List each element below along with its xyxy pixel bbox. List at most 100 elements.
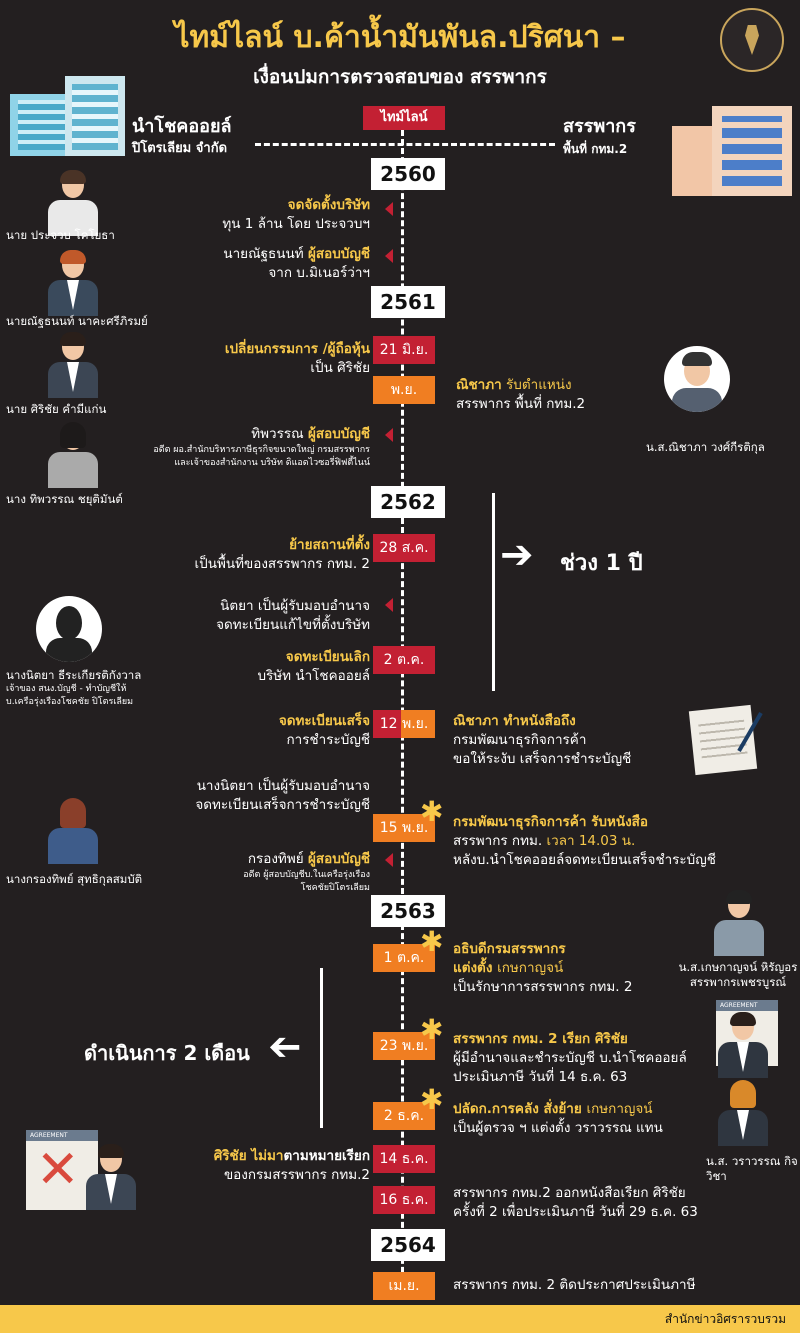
event-name: ณิชาภา xyxy=(456,377,502,393)
event-title: เปลี่ยนกรรมการ /ผู้ถือหุ้น xyxy=(224,341,370,357)
event-line: จดทะเบียนเสร็จการชำระบัญชี xyxy=(195,797,370,813)
timeline-label: ไทม์ไลน์ xyxy=(363,106,445,130)
event-dissolve: จดทะเบียนเลิก บริษัท นำโชคออยล์ xyxy=(110,648,370,686)
event-nittaya-liquidation: นางนิตยา เป็นผู้รับมอบอำนาจ จดทะเบียนเสร… xyxy=(110,777,370,815)
event-line: จดทะเบียนแก้ไขที่ตั้งบริษัท xyxy=(216,617,370,633)
event-auditor-nattanon: นายณัฐธนนท์ ผู้สอบบัญชี จาก บ.มิเนอร์ว่า… xyxy=(110,245,370,283)
event-liquidation-done: จดทะเบียนเสร็จ การชำระบัญชี xyxy=(110,712,370,750)
event-line: สรรพากร กทม. xyxy=(453,833,547,849)
one-year-bracket xyxy=(492,493,495,691)
marker-icon xyxy=(385,853,393,867)
event-second-summon: สรรพากร กทม.2 ออกหนังสือเรียก ศิริชัย คร… xyxy=(453,1184,743,1222)
event-line: กรมพัฒนาธุรกิจการค้า xyxy=(453,732,587,748)
event-summon-sirichai: สรรพากร กทม. 2 เรียก ศิริชัย ผู้มีอำนาจแ… xyxy=(453,1030,713,1087)
event-register-company: จดจัดตั้งบริษัท ทุน 1 ล้าน โดย ประจวบฯ xyxy=(110,196,370,234)
date-badge: 23 พ.ย. xyxy=(373,1032,435,1060)
agreement-doc-icon: AGREEMENT ✕ xyxy=(26,1130,98,1210)
date-badge: พ.ย. xyxy=(373,376,435,404)
two-month-note: ดำเนินการ 2 เดือน xyxy=(84,1041,250,1065)
event-bold: ผู้สอบบัญชี xyxy=(307,426,370,442)
left-company: นำโชคออยล์ ปิโตรเลียม จำกัด xyxy=(132,116,232,160)
star-icon: ✱ xyxy=(420,1083,444,1116)
event-title-c: ตามหมายเรียก xyxy=(283,1148,370,1164)
agreement-label: AGREEMENT xyxy=(26,1130,98,1141)
event-title: จดจัดตั้งบริษัท xyxy=(287,197,370,213)
date-badge: 1 ต.ค. xyxy=(373,944,435,972)
date-badge: 2 ธ.ค. xyxy=(373,1102,435,1130)
avatar-sirichai xyxy=(42,332,102,398)
isranews-logo xyxy=(720,8,784,72)
avatar-warawan xyxy=(712,1080,772,1146)
person-name: นายณัฐธนนท์ นาคะศรีภิรมย์ xyxy=(6,314,148,328)
header-divider xyxy=(255,143,555,146)
event-title-b: ไม่มา xyxy=(246,1148,284,1164)
avatar-nattanon xyxy=(42,250,102,316)
event-dbd-received: กรมพัฒนาธุรกิจการค้า รับหนังสือ สรรพากร … xyxy=(453,813,773,870)
date-badge: เม.ย. xyxy=(373,1272,435,1300)
event-text: การชำระบัญชี xyxy=(286,732,371,748)
event-sirichai-absent: ศิริชัย ไม่มาตามหมายเรียก ของกรมสรรพากร … xyxy=(110,1147,370,1185)
year-2560: 2560 xyxy=(371,158,445,190)
event-small: อดีต ผอ.สำนักบริหารภาษีธุรกิจขนาดใหญ่ กร… xyxy=(153,445,370,455)
agreement-label: AGREEMENT xyxy=(716,1000,778,1011)
event-line: สรรพากร กทม.2 ออกหนังสือเรียก ศิริชัย xyxy=(453,1185,686,1201)
right-company-name: สรรพากร xyxy=(563,116,636,137)
date-badge: 12 พ.ย. xyxy=(373,710,435,738)
date-badge: 21 มิ.ย. xyxy=(373,336,435,364)
avatar-ketkarn xyxy=(708,890,768,956)
event-nichapa-letter: ณิชาภา ทำหนังสือถึง กรมพัฒนาธุรกิจการค้า… xyxy=(453,712,693,769)
one-year-note: ช่วง 1 ปี xyxy=(560,551,643,576)
event-ketkarn-appointed: อธิบดีกรมสรรพากร แต่งตั้ง เกษกาญจน์ เป็น… xyxy=(453,940,703,997)
person-role: สรรพากรเพชรบูรณ์ xyxy=(689,975,787,989)
revenue-building-icon xyxy=(672,96,792,196)
person-role: เจ้าของ สนง.บัญชี - ทำบัญชีให้ xyxy=(6,684,127,694)
cross-icon: ✕ xyxy=(36,1140,80,1200)
event-line: นางนิตยา เป็นผู้รับมอบอำนาจ xyxy=(196,778,370,794)
right-company-sub: พื้นที่ กทม.2 xyxy=(563,142,628,156)
event-bold: ผู้สอบบัญชี xyxy=(307,851,370,867)
star-icon: ✱ xyxy=(420,795,444,828)
event-title: กรมพัฒนาธุรกิจการค้า รับหนังสือ xyxy=(453,814,649,830)
date-badge: 28 ส.ค. xyxy=(373,534,435,562)
event-title: ณิชาภา ทำหนังสือถึง xyxy=(453,713,576,729)
person-name: นาย ประจวบ โคโยธา xyxy=(6,228,115,242)
person-name: นางนิตยา ธีระเกียรติกังวาล xyxy=(6,668,142,682)
person-name: นาง ทิพวรรณ ชยุติมันต์ xyxy=(6,492,123,506)
date-day: 12 xyxy=(379,716,398,732)
avatar-sirichai-3 xyxy=(712,1012,772,1078)
event-name: เกษกาญจน์ xyxy=(586,1101,653,1117)
ketkarn-caption: น.ส.เกษกาญจน์ หิรัญอร สรรพากรเพชรบูรณ์ xyxy=(676,960,800,990)
event-auditor-tippawan: ทิพวรรณ ผู้สอบบัญชี อดีต ผอ.สำนักบริหารภ… xyxy=(90,425,370,470)
event-text: สรรพากร พื้นที่ กทม.2 xyxy=(456,396,586,412)
event-title: ย้ายสถานที่ตั้ง xyxy=(289,537,370,553)
event-line: หลังบ.นำโชคออยล์จดทะเบียนเสร็จชำระบัญชี xyxy=(453,852,716,868)
marker-icon xyxy=(385,249,393,263)
marker-icon xyxy=(385,428,393,442)
date-month: พ.ย. xyxy=(401,716,429,732)
event-line: ขอให้ระงับ เสร็จการชำระบัญชี xyxy=(453,751,632,767)
date-badge: 16 ธ.ค. xyxy=(373,1186,435,1214)
event-small: โชคชัยปิโตรเลียม xyxy=(300,883,370,893)
arrow-right-icon: ➔ xyxy=(500,532,534,578)
office-building-icon xyxy=(10,76,125,156)
event-name: เกษกาญจน์ xyxy=(497,960,564,976)
avatar-nichapa xyxy=(664,346,730,412)
event-title: สรรพากร กทม. 2 เรียก ศิริชัย xyxy=(453,1031,628,1047)
avatar-sirichai-2 xyxy=(80,1144,140,1210)
event-small: และเจ้าของสำนักงาน บริษัท ดิแอดไวซอรี่ฟิ… xyxy=(174,458,370,468)
event-text: เป็นผู้ตรวจ ฯ แต่งตั้ง วราวรรณ แทน xyxy=(453,1120,663,1136)
event-pre: นายณัฐธนนท์ xyxy=(223,246,308,262)
person-name: นางกรองทิพย์ สุทธิกุลสมบัติ xyxy=(6,872,143,886)
event-tax-notice: สรรพากร กทม. 2 ติดประกาศประเมินภาษี xyxy=(453,1277,696,1293)
event-pre: กรองทิพย์ xyxy=(247,851,308,867)
event-bold: ผู้สอบบัญชี xyxy=(307,246,370,262)
avatar-tippawan xyxy=(42,422,102,488)
arrow-left-icon: ➔ xyxy=(268,1024,302,1070)
event-pre: ทิพวรรณ xyxy=(251,426,308,442)
left-company-name: นำโชคออยล์ xyxy=(132,116,232,137)
person-role: บ.เครือรุ่งเรืองโชคชัย ปิโตรเลียม xyxy=(6,697,134,707)
date-badge: 14 ธ.ค. xyxy=(373,1145,435,1173)
marker-icon xyxy=(385,202,393,216)
right-company: สรรพากร พื้นที่ กทม.2 xyxy=(563,116,636,160)
left-company-sub: ปิโตรเลียม จำกัด xyxy=(132,141,228,156)
